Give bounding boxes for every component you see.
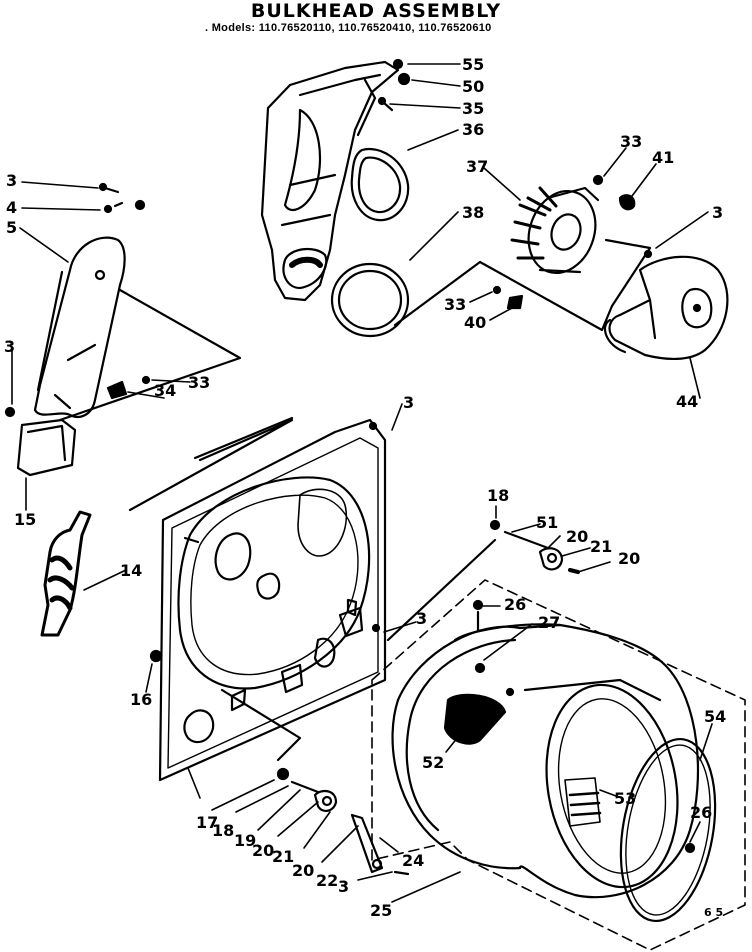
top-screws (377, 58, 411, 112)
leader-lines (11, 63, 713, 903)
left-screws (4, 182, 151, 418)
screw-3-top (368, 421, 378, 431)
part-label: 26 (504, 595, 526, 614)
roller-lower (276, 767, 410, 876)
part-label: 3 (403, 393, 414, 412)
part-label: 27 (538, 613, 560, 632)
part-label: 3 (6, 171, 17, 190)
idler-arm (33, 236, 126, 418)
part-label: 5 (6, 218, 17, 237)
part-label: 51 (536, 513, 558, 532)
part-label: 14 (120, 561, 142, 580)
part-label: 18 (487, 486, 509, 505)
drum (391, 599, 700, 899)
part-label: 55 (462, 55, 484, 74)
blower-wheel (510, 186, 600, 275)
part-label: 33 (444, 295, 466, 314)
part-label: 22 (316, 871, 338, 890)
drum-callout-box (371, 579, 746, 951)
part-label: 37 (466, 157, 488, 176)
part-label: 17 (196, 813, 218, 832)
blower-housing (603, 255, 729, 361)
part-label: 20 (618, 549, 640, 568)
exhaust-duct (260, 60, 400, 302)
part-number-labels: 55 50 35 36 37 38 33 41 3 33 40 44 3 4 5… (4, 55, 726, 920)
callout-lines-center (128, 418, 294, 512)
part-label: 20 (566, 527, 588, 546)
part-label: 19 (234, 831, 256, 850)
part-label: 4 (6, 198, 17, 217)
screw-3-mid (371, 623, 381, 633)
part-label: 20 (292, 861, 314, 880)
drum-screw (684, 842, 696, 854)
callout-left-arm (58, 288, 242, 422)
callout-line-roller (386, 538, 497, 642)
part-label: 41 (652, 148, 674, 167)
bulkhead-plate (158, 418, 387, 782)
part-label: 20 (252, 841, 274, 860)
callout-line-lower (220, 688, 302, 762)
part-label: 33 (620, 132, 642, 151)
part-label: 24 (402, 851, 424, 870)
part-label: 40 (464, 313, 486, 332)
idler-bracket (16, 418, 77, 477)
part-label: 15 (14, 510, 36, 529)
part-label: 3 (4, 337, 15, 356)
part-label: 25 (370, 901, 392, 920)
part-label: 34 (154, 381, 176, 400)
part-label: 54 (704, 707, 726, 726)
duct-seal-ring (350, 147, 410, 222)
part-label: 44 (676, 392, 698, 411)
screw-16 (149, 649, 163, 663)
part-label: 52 (422, 753, 444, 772)
part-label: 3 (338, 877, 349, 896)
model-numbers: . Models: 110.76520110, 110.76520410, 11… (205, 22, 492, 34)
part-label: 38 (462, 203, 484, 222)
part-label: 26 (690, 803, 712, 822)
duct-gasket-ring (330, 262, 410, 338)
corner-mark: 6 5 (704, 906, 723, 919)
drum-seal-ring (619, 737, 717, 923)
part-label: 35 (462, 99, 484, 118)
page-title: BULKHEAD ASSEMBLY (250, 0, 502, 22)
part-label: 18 (212, 821, 234, 840)
part-label: 3 (712, 203, 723, 222)
roller-right (489, 519, 580, 574)
blower-clamp (592, 174, 636, 211)
part-label: 53 (614, 789, 636, 808)
part-label: 33 (188, 373, 210, 392)
callout-box-blower (393, 238, 652, 332)
part-label: 3 (416, 609, 427, 628)
part-label: 50 (462, 77, 484, 96)
part-label: 21 (590, 537, 612, 556)
part-label: 36 (462, 120, 484, 139)
blower-screws (492, 249, 653, 310)
spring-part (40, 510, 92, 637)
part-label: 21 (272, 847, 294, 866)
part-label: 16 (130, 690, 152, 709)
